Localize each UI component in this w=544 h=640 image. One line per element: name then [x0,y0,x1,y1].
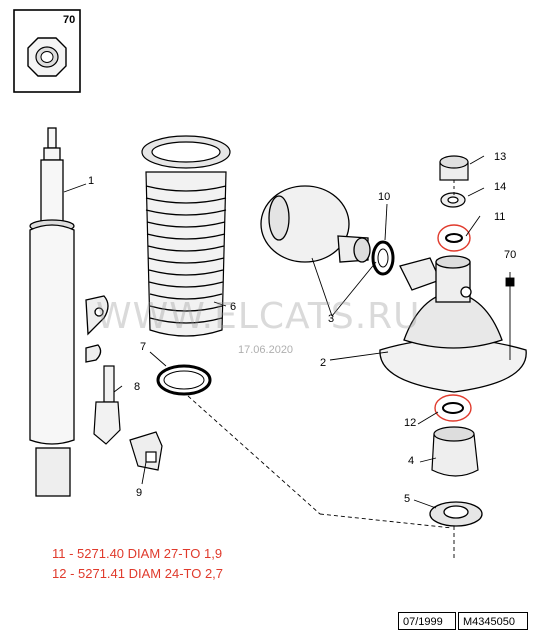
callout-11: 11 [494,211,506,223]
washer-14 [440,192,466,208]
note-part-11: 11 - 5271.40 DIAM 27-TO 1,9 [52,546,223,561]
callout-5: 5 [404,493,411,505]
callout-1: 1 [88,175,95,187]
footer-ref: M4345050 [458,612,528,630]
highlight-circles [434,224,472,422]
washer-12 [442,402,464,414]
callout-2: 2 [320,357,327,369]
callout-70: 70 [504,249,517,261]
inset-label: 70 [63,14,76,26]
bolt-and-clip [93,365,163,471]
inset-nut-70 [13,9,81,93]
callout-9: 9 [136,487,143,499]
watermark-date: 17.06.2020 [238,344,294,356]
leader-lines [63,155,515,560]
callout-3: 3 [328,313,335,325]
nut-13 [439,155,469,181]
accumulator-sphere [260,185,371,263]
watermark: WWW.ELCATS.RU [96,296,421,337]
washer-5 [429,501,483,527]
bush-4 [431,426,479,477]
callout-4: 4 [408,455,415,467]
bellows-gaiter [141,135,231,337]
callout-12: 12 [404,417,417,429]
callout-8: 8 [134,381,141,393]
shock-absorber [29,127,109,497]
callout-13: 13 [494,151,507,163]
washer-10 [371,240,395,276]
callout-7: 7 [140,341,147,353]
footer-date: 07/1999 [398,612,456,630]
ring-7 [156,364,212,396]
top-mount [379,255,527,393]
callout-6: 6 [230,301,237,313]
callout-14: 14 [494,181,507,193]
callout-10: 10 [378,191,391,203]
washer-11 [445,233,463,243]
note-part-12: 12 - 5271.41 DIAM 24-TO 2,7 [52,566,224,581]
